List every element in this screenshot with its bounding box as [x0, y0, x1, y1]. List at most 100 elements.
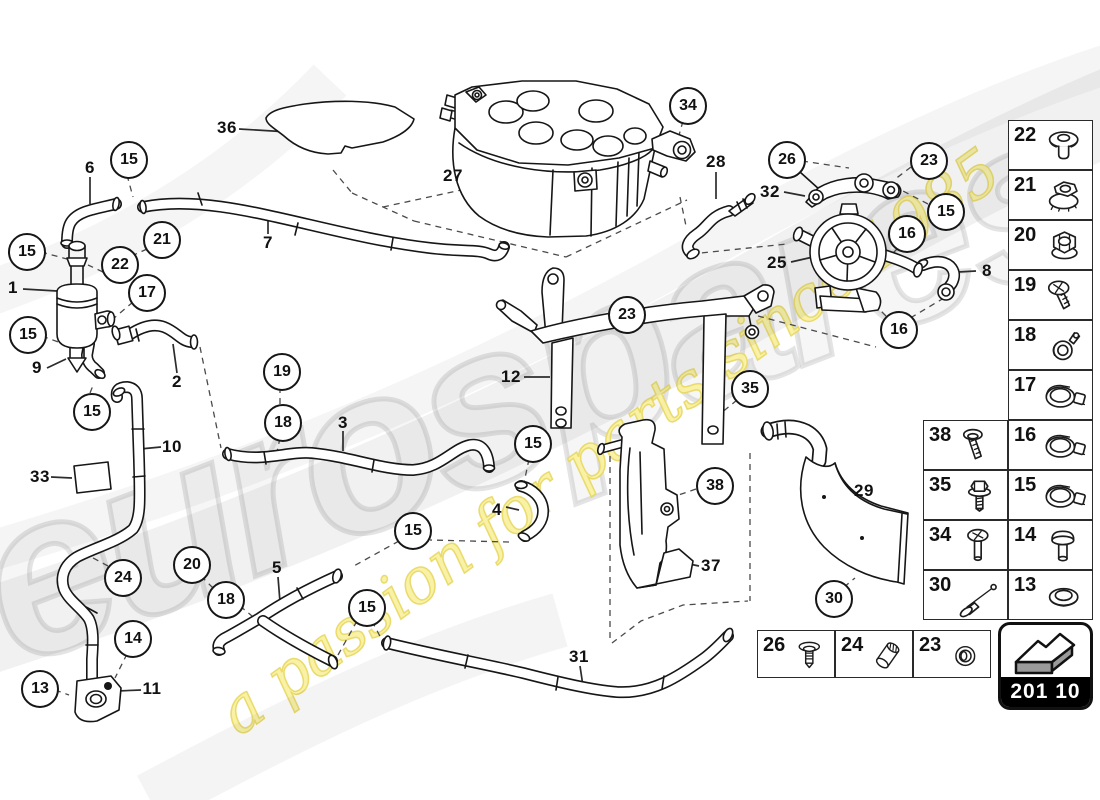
callout-14[interactable]: 14	[114, 620, 152, 658]
legend-cell-30[interactable]: 30	[923, 570, 1008, 620]
hose-clamp-icon	[1038, 376, 1091, 418]
callout-15[interactable]: 15	[927, 193, 965, 231]
part-25-air-pump	[792, 203, 924, 313]
legend-number: 30	[929, 574, 952, 596]
legend-number: 15	[1014, 474, 1037, 496]
grommet-icon	[1038, 576, 1091, 618]
callout-15[interactable]: 15	[9, 316, 47, 354]
legend-number: 35	[929, 474, 952, 496]
callout-35[interactable]: 35	[731, 370, 769, 408]
hex-bolt-icon	[953, 476, 1006, 518]
part-4-elbow-hose	[514, 482, 543, 543]
callout-23[interactable]: 23	[608, 296, 646, 334]
callout-18[interactable]: 18	[207, 581, 245, 619]
part-label-10[interactable]: 10	[162, 437, 182, 456]
part-12-bracket	[495, 267, 775, 445]
legend-cell-19[interactable]: 19	[1008, 270, 1093, 320]
legend-number: 19	[1014, 274, 1037, 296]
legend-number: 17	[1014, 374, 1037, 396]
part-label-5[interactable]: 5	[272, 558, 282, 577]
callout-19[interactable]: 19	[263, 353, 301, 391]
part-label-31[interactable]: 31	[569, 647, 589, 666]
part-label-1[interactable]: 1	[8, 278, 18, 297]
callout-15[interactable]: 15	[73, 393, 111, 431]
legend-cell-15[interactable]: 15	[1008, 470, 1093, 520]
callout-23[interactable]: 23	[910, 142, 948, 180]
part-label-4[interactable]: 4	[492, 500, 502, 519]
part-3-pipe	[224, 445, 496, 472]
legend-number: 16	[1014, 424, 1037, 446]
callout-21[interactable]: 21	[143, 221, 181, 259]
callout-24[interactable]: 24	[104, 559, 142, 597]
part-label-8[interactable]: 8	[982, 261, 992, 280]
callout-34[interactable]: 34	[669, 87, 707, 125]
callout-15[interactable]: 15	[110, 141, 148, 179]
callout-18[interactable]: 18	[264, 404, 302, 442]
legend-cell-35[interactable]: 35	[923, 470, 1008, 520]
push-rivet-icon	[1038, 126, 1091, 168]
part-label-28[interactable]: 28	[706, 152, 726, 171]
callout-16[interactable]: 16	[888, 215, 926, 253]
callout-38[interactable]: 38	[696, 467, 734, 505]
legend-cell-18[interactable]: 18	[1008, 320, 1093, 370]
callout-15[interactable]: 15	[8, 233, 46, 271]
flange-lock-nut-icon	[1038, 176, 1091, 218]
legend-cell-13[interactable]: 13	[1008, 570, 1093, 620]
part-label-27[interactable]: 27	[443, 166, 463, 185]
callout-26[interactable]: 26	[768, 141, 806, 179]
legend-number: 24	[841, 634, 864, 656]
part-label-9[interactable]: 9	[32, 358, 42, 377]
legend-cell-26[interactable]: 26	[757, 630, 835, 678]
legend-number: 38	[929, 424, 952, 446]
callout-15[interactable]: 15	[514, 425, 552, 463]
flange-nut-icon	[1038, 226, 1091, 268]
part-label-29[interactable]: 29	[854, 481, 874, 500]
callout-15[interactable]: 15	[348, 589, 386, 627]
callout-22[interactable]: 22	[101, 246, 139, 284]
part-label-3[interactable]: 3	[338, 413, 348, 432]
legend-cell-23[interactable]: 23	[913, 630, 991, 678]
flange-screw-icon	[953, 426, 1006, 468]
part-label-25[interactable]: 25	[767, 253, 787, 272]
callout-20[interactable]: 20	[173, 546, 211, 584]
part-1-valve	[56, 240, 116, 373]
legend-number: 34	[929, 524, 952, 546]
legend-cell-21[interactable]: 21	[1008, 170, 1093, 220]
part-11-bracket	[74, 675, 122, 723]
callout-15[interactable]: 15	[394, 512, 432, 550]
legend-number: 21	[1014, 174, 1037, 196]
part-label-32[interactable]: 32	[760, 182, 780, 201]
part-label-6[interactable]: 6	[85, 158, 95, 177]
part-33-label-plate	[73, 461, 112, 494]
legend-cell-34[interactable]: 34	[923, 520, 1008, 570]
part-label-7[interactable]: 7	[263, 233, 273, 252]
part-27-canister	[439, 80, 696, 238]
callout-16[interactable]: 16	[880, 311, 918, 349]
part-label-2[interactable]: 2	[172, 372, 182, 391]
spring-clip-icon	[1038, 326, 1091, 368]
legend-cell-17[interactable]: 17	[1008, 370, 1093, 420]
part-label-12[interactable]: 12	[501, 367, 521, 386]
part-label-33[interactable]: 33	[30, 467, 50, 486]
legend-cell-24[interactable]: 24	[835, 630, 913, 678]
part-label-36[interactable]: 36	[217, 118, 237, 137]
label-leaders	[22, 128, 977, 692]
push-screw-icon	[787, 636, 833, 676]
pop-rivet-icon	[953, 576, 1006, 618]
part-label-11[interactable]: 11	[142, 679, 162, 698]
legend-cell-16[interactable]: 16	[1008, 420, 1093, 470]
callout-30[interactable]: 30	[815, 580, 853, 618]
callout-17[interactable]: 17	[128, 274, 166, 312]
part-31-hose	[382, 627, 734, 692]
legend-cell-22[interactable]: 22	[1008, 120, 1093, 170]
part-28-hose	[685, 192, 756, 260]
legend-number: 26	[763, 634, 786, 656]
legend-cell-38[interactable]: 38	[923, 420, 1008, 470]
part-label-37[interactable]: 37	[701, 556, 721, 575]
part-10-pipe	[63, 386, 146, 686]
hose-clamp-icon	[1038, 426, 1091, 468]
legend-cell-20[interactable]: 20	[1008, 220, 1093, 270]
legend-cell-14[interactable]: 14	[1008, 520, 1093, 570]
callout-13[interactable]: 13	[21, 670, 59, 708]
